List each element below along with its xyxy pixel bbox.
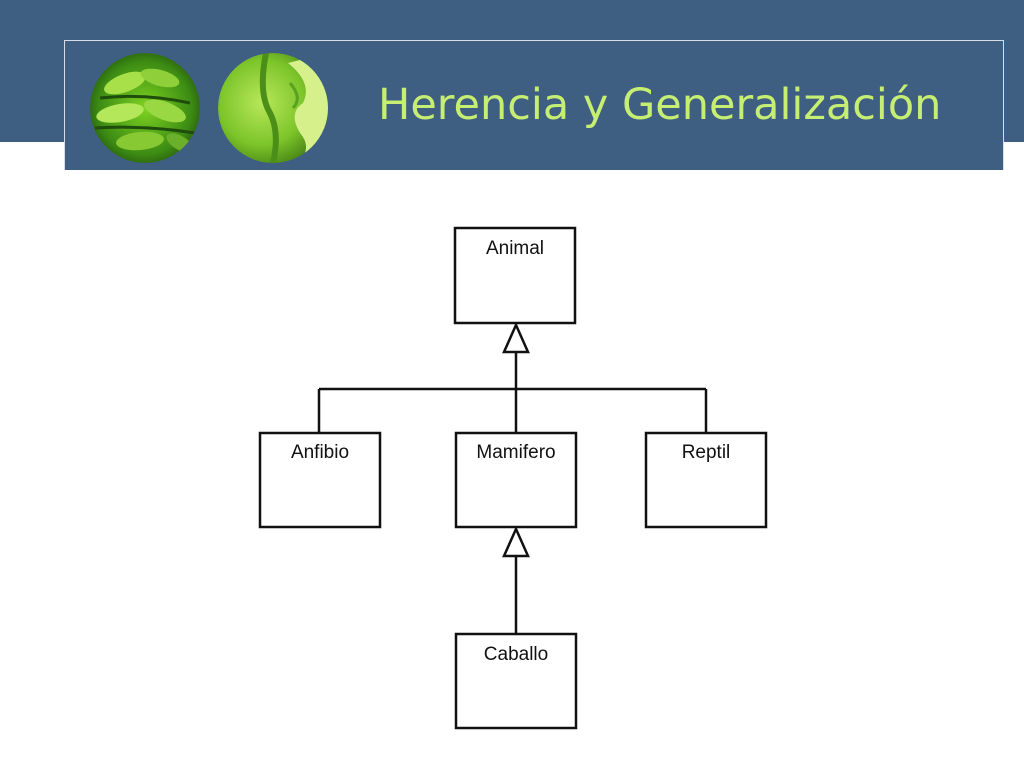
class-box-anfibio — [258, 431, 382, 529]
slide-title: Herencia y Generalización — [378, 80, 942, 130]
class-box-animal — [453, 226, 577, 325]
class-box-caballo — [454, 632, 578, 730]
class-name-caballo: Caballo — [484, 644, 548, 665]
class-name-animal: Animal — [486, 238, 544, 259]
class-name-anfibio: Anfibio — [291, 442, 349, 463]
green-leaf-closeup-icon — [218, 53, 328, 163]
green-leaves-photo-icon — [90, 53, 200, 163]
class-box-reptil — [644, 431, 768, 529]
class-name-mamifero: Mamifero — [476, 442, 555, 463]
class-box-mamifero — [454, 431, 578, 529]
generalization-arrow-mamifero — [502, 525, 530, 558]
class-name-reptil: Reptil — [682, 442, 731, 463]
generalization-arrow-animal — [502, 321, 530, 354]
